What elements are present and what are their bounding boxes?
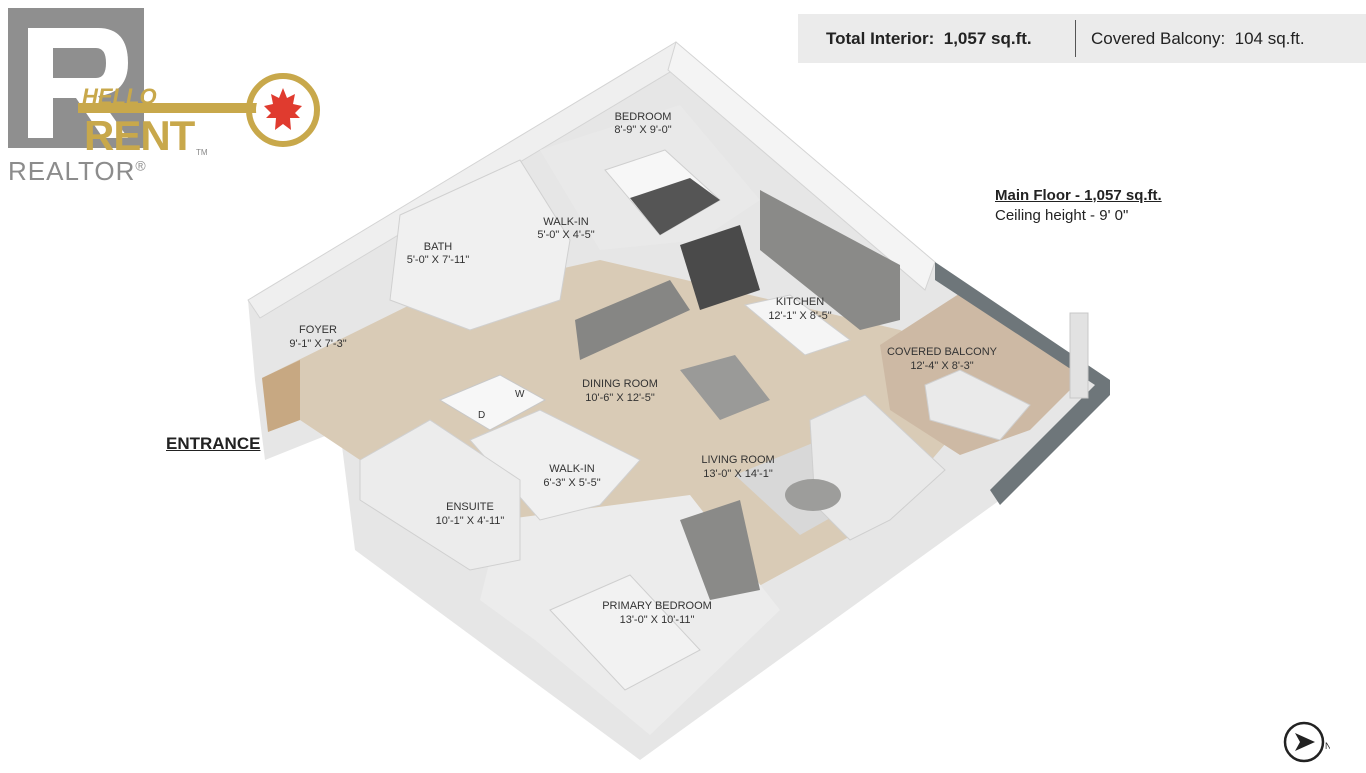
balcony-sofa <box>924 369 1031 441</box>
kitchen-counter <box>760 190 900 330</box>
total-interior-label: Total Interior: <box>826 28 935 48</box>
room-kitchen-name: KITCHEN <box>776 296 824 308</box>
room-primary-dims: 13'-0" X 10'-11" <box>620 614 695 626</box>
area-summary-bar: Total Interior: 1,057 sq.ft. Covered Bal… <box>798 14 1366 63</box>
ensuite-block <box>359 419 521 571</box>
brand-realtor-text: REALTOR <box>8 156 136 186</box>
room-bedroom-name: BEDROOM <box>615 111 672 123</box>
stove <box>680 225 760 310</box>
maple-leaf-icon <box>264 88 302 130</box>
compass-north: N <box>1325 741 1330 751</box>
entrance-label: ENTRANCE <box>166 434 261 453</box>
bedroom-bed-blanket <box>630 178 720 235</box>
washer-label: W <box>515 389 525 400</box>
balcony-railing <box>935 262 1110 505</box>
room-dining: DINING ROOM 10'-6" X 12'-5" <box>582 378 658 404</box>
kitchen-wall <box>667 41 936 291</box>
brand-rent: RENT <box>84 112 195 159</box>
covered-balcony: Covered Balcony: 104 sq.ft. <box>1091 29 1305 49</box>
room-dining-dims: 10'-6" X 12'-5" <box>585 392 655 404</box>
room-bath-name: BATH <box>424 241 453 253</box>
ceiling-height: Ceiling height - 9' 0" <box>995 207 1129 224</box>
compass: N <box>1282 718 1332 766</box>
walkin2-block <box>469 409 641 521</box>
room-primary: PRIMARY BEDROOM 13'-0" X 10'-11" <box>602 600 712 626</box>
room-living-dims: 13'-0" X 14'-1" <box>703 468 773 480</box>
room-bedroom: BEDROOM 8'-9" X 9'-0" <box>614 111 671 136</box>
room-ensuite-name: ENSUITE <box>446 501 494 513</box>
main-floor-title: Main Floor - 1,057 sq.ft. <box>995 187 1162 204</box>
room-bath: BATH 5'-0" X 7'-11" <box>407 241 470 266</box>
room-foyer-dims: 9'-1" X 7'-3" <box>289 338 346 350</box>
room-balcony: COVERED BALCONY 12'-4" X 8'-3" <box>887 346 998 372</box>
media-console <box>680 500 760 600</box>
area-divider <box>1075 20 1076 57</box>
room-walkin-1-name: WALK-IN <box>543 216 588 228</box>
room-ensuite-dims: 10'-1" X 4'-11" <box>436 515 505 527</box>
dryer-label: D <box>478 410 485 421</box>
room-walkin-1-dims: 5'-0" X 4'-5" <box>537 229 594 241</box>
brand-hello: HELLO <box>82 84 157 109</box>
compass-icon: N <box>1283 721 1332 763</box>
room-living-name: LIVING ROOM <box>701 454 774 466</box>
sideboard <box>575 280 690 360</box>
balcony-column <box>1069 312 1089 399</box>
room-foyer-name: FOYER <box>299 324 337 336</box>
laundry-block <box>438 374 547 431</box>
room-ensuite: ENSUITE 10'-1" X 4'-11" <box>436 501 505 527</box>
entrance-door <box>262 360 300 432</box>
room-kitchen-dims: 12'-1" X 8'-5" <box>768 310 831 322</box>
brand-registered: ® <box>135 157 147 174</box>
room-foyer: FOYER 9'-1" X 7'-3" <box>289 324 346 350</box>
coffee-table <box>785 479 841 511</box>
room-kitchen: KITCHEN 12'-1" X 8'-5" <box>768 296 831 322</box>
bath-block <box>389 159 571 331</box>
brand-realtor: REALTOR® <box>8 156 147 187</box>
room-walkin-2-name: WALK-IN <box>549 463 594 475</box>
brand-tm: TM <box>196 148 208 157</box>
room-walkin-2-dims: 6'-3" X 5'-5" <box>543 477 600 489</box>
main-floor-area <box>262 260 1000 640</box>
room-balcony-name: COVERED BALCONY <box>887 346 998 358</box>
room-primary-name: PRIMARY BEDROOM <box>602 600 712 612</box>
room-bedroom-dims: 8'-9" X 9'-0" <box>614 124 671 136</box>
primary-bed <box>549 574 701 691</box>
room-walkin-2: WALK-IN 6'-3" X 5'-5" <box>543 463 600 489</box>
covered-balcony-value: 104 sq.ft. <box>1234 28 1305 48</box>
dining-table <box>680 355 770 420</box>
total-interior: Total Interior: 1,057 sq.ft. <box>826 29 1032 49</box>
realtor-r-mark <box>8 8 320 148</box>
main-floor-info: Main Floor - 1,057 sq.ft. Ceiling height… <box>995 186 1162 226</box>
room-balcony-dims: 12'-4" X 8'-3" <box>910 360 973 372</box>
realtor-logo: HELLO RENT TM REALTOR® <box>8 8 328 188</box>
room-living: LIVING ROOM 13'-0" X 14'-1" <box>701 454 774 480</box>
kitchen-island <box>743 294 852 356</box>
covered-balcony-label: Covered Balcony: <box>1091 28 1226 48</box>
total-interior-value: 1,057 sq.ft. <box>943 28 1032 48</box>
room-dining-name: DINING ROOM <box>582 378 658 390</box>
room-bath-dims: 5'-0" X 7'-11" <box>407 254 470 266</box>
room-walkin-1: WALK-IN 5'-0" X 4'-5" <box>537 216 594 241</box>
